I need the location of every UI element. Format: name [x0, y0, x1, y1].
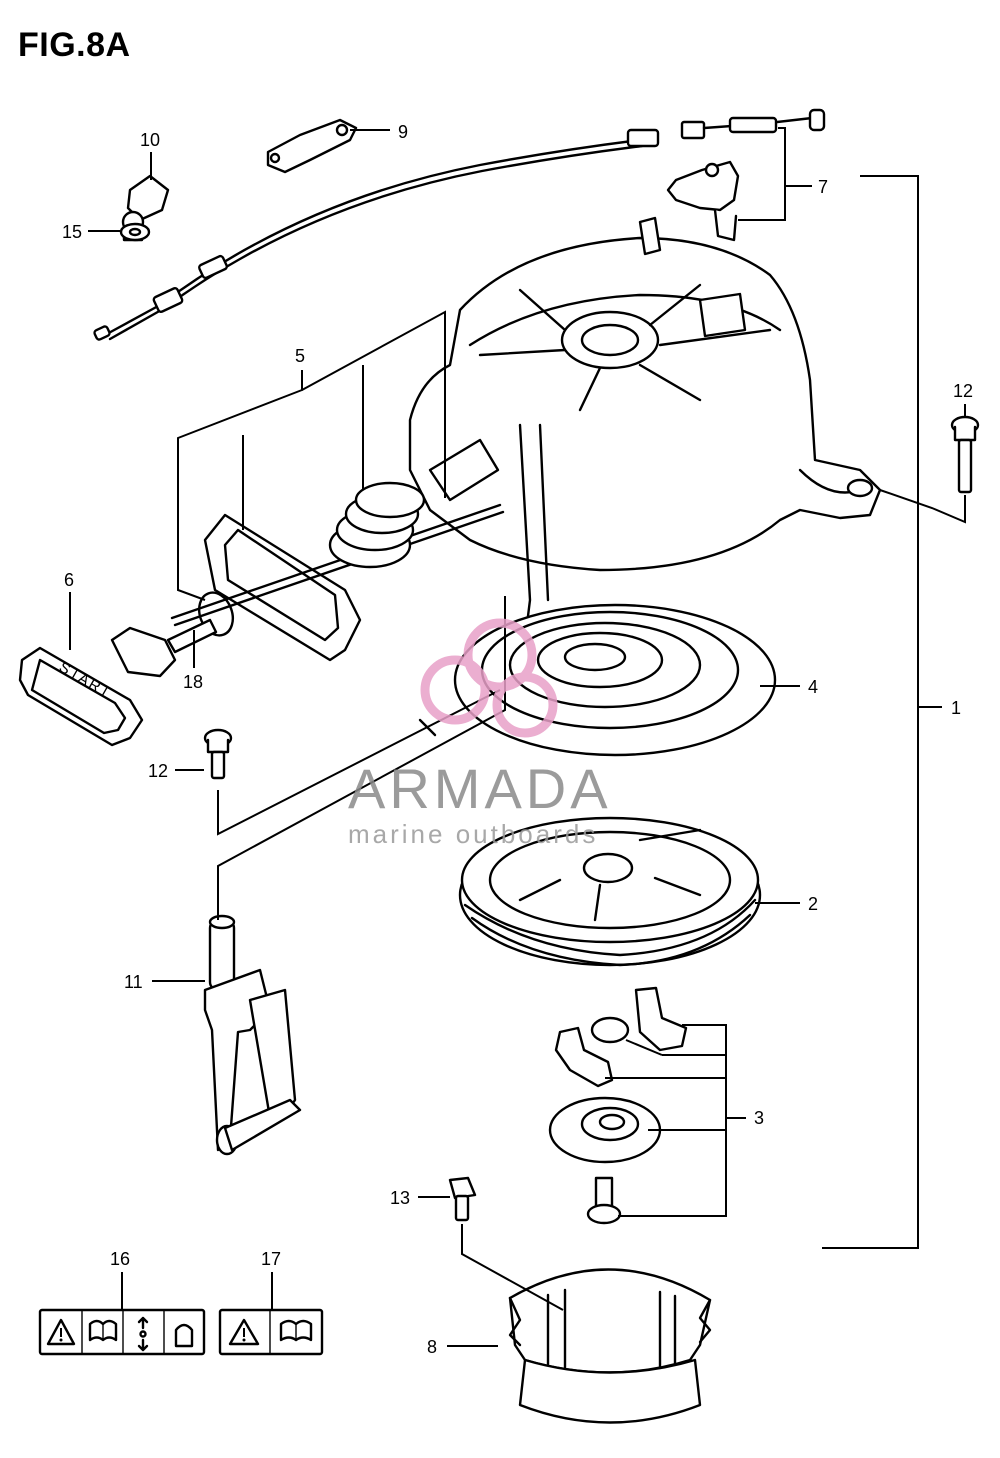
callout-18: 18 — [183, 672, 203, 692]
recoil-housing — [408, 216, 882, 642]
leader-lines — [69, 127, 966, 1347]
callout-2: 2 — [808, 894, 818, 914]
watermark-tagline: marine outboards — [348, 819, 598, 849]
callout-16: 16 — [110, 1249, 130, 1269]
callout-8: 8 — [427, 1337, 437, 1357]
callout-12-right: 12 — [953, 381, 973, 401]
washer — [119, 222, 151, 242]
rope-guide-assembly — [170, 438, 505, 662]
figure-title: FIG.8A — [18, 26, 131, 64]
starter-cup — [508, 1268, 712, 1424]
rope-reel — [458, 816, 762, 967]
recoil-spring — [418, 603, 777, 757]
callout-1: 1 — [951, 698, 961, 718]
callout-7: 7 — [818, 177, 828, 197]
armada-logo — [420, 618, 558, 738]
throttle-cable — [93, 108, 826, 341]
callout-11: 11 — [124, 972, 143, 992]
callout-13: 13 — [390, 1188, 410, 1208]
callout-labels: 1 2 3 4 5 6 7 8 9 10 11 12 12 13 15 16 1… — [62, 122, 973, 1357]
bolt-12-left — [203, 728, 233, 780]
callout-9: 9 — [398, 122, 408, 142]
stopper-arm — [203, 914, 302, 1156]
bolt-13 — [448, 1176, 477, 1222]
callout-6: 6 — [64, 570, 74, 590]
rope-ring — [166, 591, 235, 654]
armada-watermark: ARMADA marine outboards — [348, 618, 612, 849]
bolt-12-right — [950, 415, 980, 494]
callout-4: 4 — [808, 677, 818, 697]
decal-16 — [38, 1308, 206, 1356]
start-handle: START — [18, 626, 177, 747]
callout-12-left: 12 — [148, 761, 168, 781]
manual-book-icon — [279, 1319, 313, 1342]
cable-bracket — [266, 118, 358, 174]
warning-triangle-icon — [228, 1318, 260, 1346]
cable-lever — [666, 160, 740, 242]
ratchet-assembly — [548, 986, 688, 1225]
callout-15: 15 — [62, 222, 82, 242]
manual-book-icon — [88, 1319, 118, 1342]
callout-5: 5 — [295, 346, 305, 366]
lock-knob-icon — [174, 1323, 194, 1348]
shift-arrows-icon — [137, 1316, 149, 1352]
callout-3: 3 — [754, 1108, 764, 1128]
callout-10: 10 — [140, 130, 160, 150]
callout-17: 17 — [261, 1249, 281, 1269]
warning-triangle-icon — [46, 1318, 76, 1346]
watermark-name: ARMADA — [348, 757, 612, 820]
decal-17 — [218, 1308, 324, 1356]
